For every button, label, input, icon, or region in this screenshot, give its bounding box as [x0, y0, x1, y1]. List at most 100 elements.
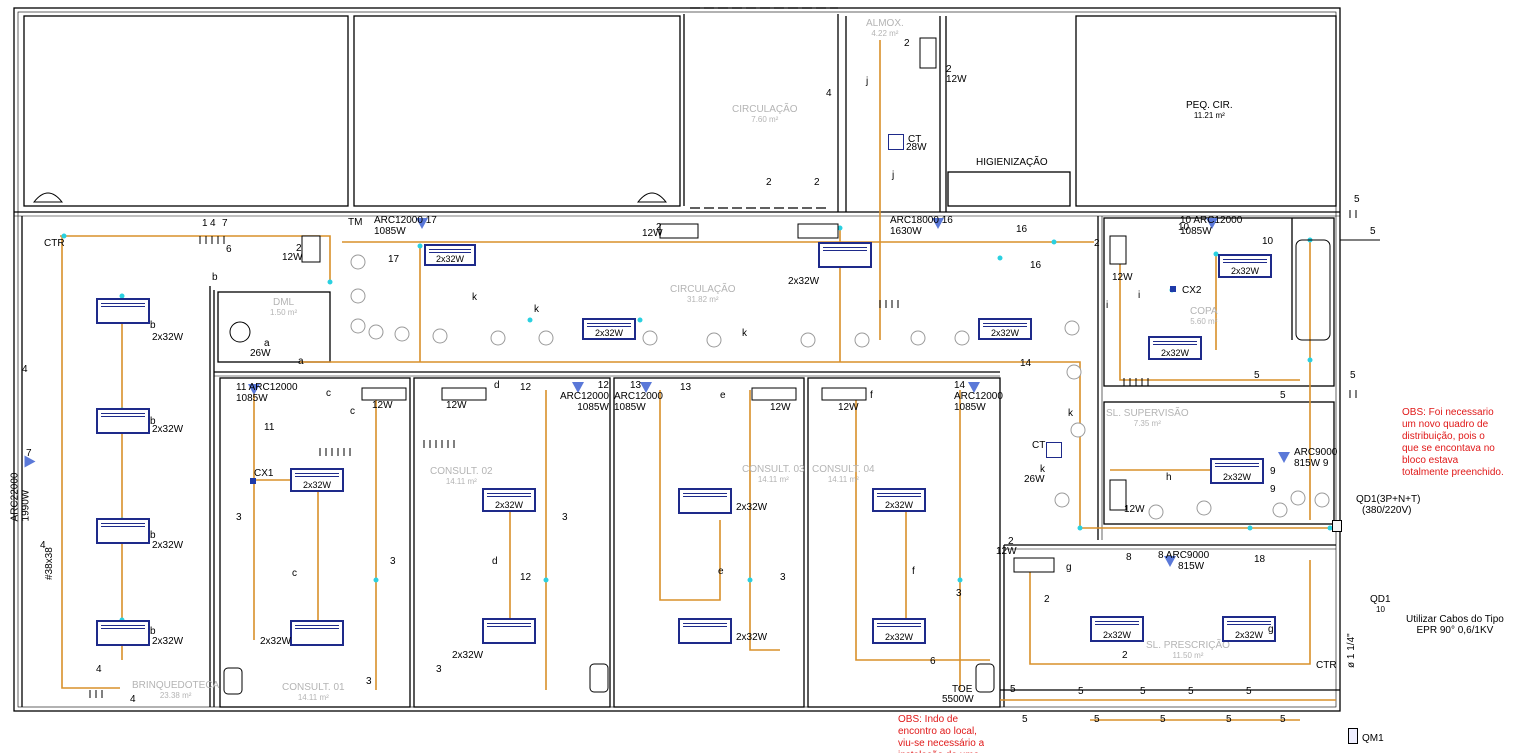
circuit-number: 1: [202, 218, 208, 229]
ac-indicator: [248, 384, 260, 395]
luminaire: [96, 620, 150, 646]
lamp-label: 12W: [770, 402, 791, 413]
switch-letter: j: [892, 170, 895, 181]
ct-box: [888, 134, 904, 150]
circuit-number: 4: [96, 664, 102, 675]
circuit-number: 3: [956, 588, 962, 599]
luminaire: [678, 488, 732, 514]
fixture-label: 2x32W: [452, 650, 484, 661]
switch-letter: c: [350, 406, 355, 417]
circuit-number: 2: [1044, 594, 1050, 605]
luminaire: 2x32W: [1222, 616, 1276, 642]
switch-letter: i: [1138, 290, 1141, 301]
luminaire: 2x32W: [1148, 336, 1202, 360]
switch-letter: k: [472, 292, 477, 303]
circuit-number: 12: [520, 572, 532, 583]
circuit-number: 2: [656, 222, 662, 233]
walls: [13, 7, 1341, 712]
circuit-number: 3: [436, 664, 442, 675]
luminaire: [678, 618, 732, 644]
luminaire: [96, 518, 150, 544]
fixture-label: 2x32W: [788, 276, 820, 287]
fixture-label: 2x32W: [152, 636, 184, 647]
luminaire: 2x32W: [1218, 254, 1272, 278]
circuit-number: 4: [130, 694, 136, 705]
circuit-number: 3: [366, 676, 372, 687]
note-bottom: OBS: Indo de encontro ao local, viu-se n…: [898, 714, 985, 753]
switch-letter: c: [326, 388, 331, 399]
circuit-number: 4: [22, 364, 28, 375]
switch-letter: g: [1268, 624, 1274, 635]
fixture-label: 2x32W: [152, 332, 184, 343]
circuit-number: 18: [1254, 554, 1266, 565]
switch-letter: b: [150, 626, 156, 637]
circuit-number: 3: [780, 572, 786, 583]
room-peq-cir: PEQ. CIR.11.21 m²: [1186, 100, 1233, 120]
box-cx2: CX2: [1182, 285, 1202, 296]
box-ctr: CTR: [1316, 660, 1337, 671]
box-ct: CT: [908, 134, 922, 145]
luminaire: 2x32W: [482, 488, 536, 512]
circuit-number: 2: [946, 64, 952, 75]
circuit-number: 8: [1126, 552, 1132, 563]
luminaire: 2x32W: [424, 244, 476, 266]
luminaire: [290, 620, 344, 646]
luminaire: 2x32W: [978, 318, 1032, 340]
circuit-number: 5: [1246, 686, 1252, 697]
switch-letter: b: [150, 416, 156, 427]
circuit-number: 5: [1188, 686, 1194, 697]
switch-letter: f: [912, 566, 915, 577]
switch-letter: b: [150, 320, 156, 331]
fixture-label: 2x32W: [736, 502, 768, 513]
circuit-number: 5: [1078, 686, 1084, 697]
circuit-number: 5: [1370, 226, 1376, 237]
switch-letter: a: [264, 338, 270, 349]
panel-qm1: [1348, 728, 1358, 744]
fixture-label: 2x32W: [736, 632, 768, 643]
lamp-label: 26W: [1024, 474, 1045, 485]
ac-indicator: [572, 382, 584, 393]
ac-indicator: [1278, 452, 1290, 463]
note-new-panel: OBS: Foi necessario um novo quadro de di…: [1402, 407, 1504, 478]
circuit-number: 2: [296, 243, 302, 254]
switch-letter: b: [212, 272, 218, 283]
circuit-number: 6: [226, 244, 232, 255]
switch-letter: k: [1068, 408, 1073, 419]
box-ctr: CTR: [44, 238, 65, 249]
luminaire: [96, 298, 150, 324]
switch-letter: k: [742, 328, 747, 339]
switch-letter: d: [494, 380, 500, 391]
circuit-number: 5: [1354, 194, 1360, 205]
conduit-label: #38x38: [44, 547, 55, 580]
lamp-label: 12W: [642, 228, 663, 239]
fixture-label: 2x32W: [260, 636, 292, 647]
panel-qm1-label: QM1: [1362, 733, 1384, 744]
circuit-number: 5: [1010, 684, 1016, 695]
switch-letter: e: [718, 566, 724, 577]
circuit-number: 5: [1160, 714, 1166, 725]
switch-letter: f: [870, 390, 873, 401]
conduit-main-label: ø 1 1/4": [1346, 633, 1357, 668]
panel-qd1: [1332, 520, 1342, 532]
lamp-label: 12W: [838, 402, 859, 413]
luminaire: 2x32W: [1210, 458, 1264, 484]
circuit-number: 2: [814, 177, 820, 188]
circuit-number: 5: [1022, 714, 1028, 725]
switch-letter: c: [292, 568, 297, 579]
circuit-number: 4: [210, 218, 216, 229]
switch-letter: h: [1166, 472, 1172, 483]
circuit-number: 2: [1122, 650, 1128, 661]
